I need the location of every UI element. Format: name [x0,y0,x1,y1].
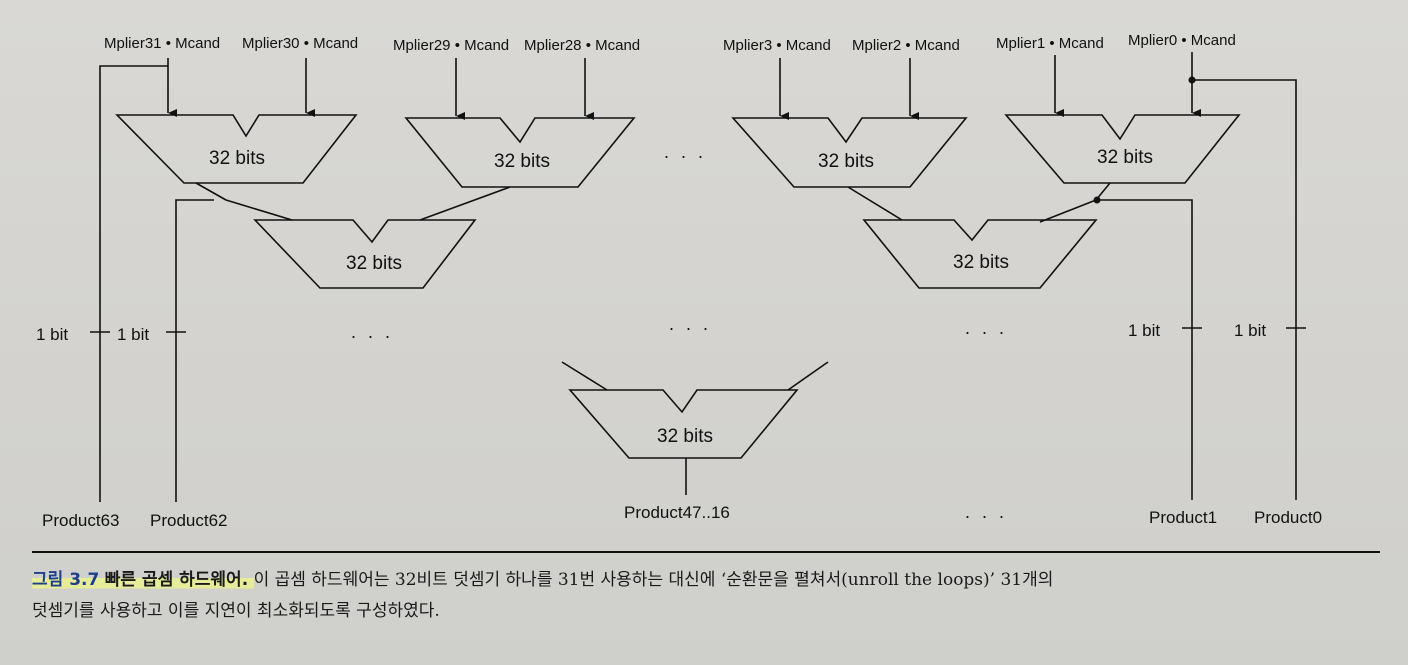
output-product62: Product62 [150,511,228,530]
ellipsis-bottom: · · · [965,506,1008,526]
input-label-mplier2: Mplier2 • Mcand [852,37,960,54]
caption-rule [32,551,1380,553]
adder-3-label: 32 bits [818,151,874,172]
output-product1: Product1 [1149,508,1217,527]
fast-multiplier-diagram: Mplier31 • Mcand Mplier30 • Mcand Mplier… [36,32,1322,530]
input-label-mplier3: Mplier3 • Mcand [723,37,831,54]
figure-number: 그림 3.7 [32,570,100,590]
input-label-mplier29: Mplier29 • Mcand [393,37,509,54]
adder-5-label: 32 bits [346,253,402,274]
output-product0: Product0 [1254,508,1322,527]
side-label-3: 1 bit [1128,321,1160,340]
ellipsis-center: · · · [669,318,712,338]
adder-6-label: 32 bits [953,252,1009,273]
caption-text-line1: 이 곱셈 하드웨어는 32비트 덧셈기 하나를 31번 사용하는 대신에 ‘순환… [253,570,1054,590]
adder-2-label: 32 bits [494,151,550,172]
adder-4-label: 32 bits [1097,147,1153,168]
adder-6 [862,219,1098,289]
output-product63: Product63 [42,511,120,530]
input-label-mplier28: Mplier28 • Mcand [524,37,640,54]
adder-final [568,389,799,459]
adder-4 [1004,114,1241,184]
input-label-mplier0: Mplier0 • Mcand [1128,32,1236,49]
ellipsis-top: · · · [664,146,707,166]
adder-1-label: 32 bits [209,148,265,169]
adder-2 [404,117,636,188]
output-product47-16: Product47..16 [624,503,730,522]
input-label-mplier1: Mplier1 • Mcand [996,35,1104,52]
caption-heading: 그림 3.7 빠른 곱셈 하드웨어. [32,570,254,590]
input-label-mplier30: Mplier30 • Mcand [242,35,358,52]
ellipsis-left: · · · [351,326,394,346]
side-label-1: 1 bit [36,325,68,344]
adder-final-label: 32 bits [657,426,713,447]
side-label-4: 1 bit [1234,321,1266,340]
adder-5 [253,219,477,289]
side-label-2: 1 bit [117,325,149,344]
caption-text-line2: 덧셈기를 사용하고 이를 지연이 최소화되도록 구성하였다. [32,601,440,621]
input-label-mplier31: Mplier31 • Mcand [104,35,220,52]
figure-title: 빠른 곱셈 하드웨어. [104,570,249,590]
figure-caption: 그림 3.7 빠른 곱셈 하드웨어. 이 곱셈 하드웨어는 32비트 덧셈기 하… [32,565,1392,627]
ellipsis-right: · · · [965,322,1008,342]
